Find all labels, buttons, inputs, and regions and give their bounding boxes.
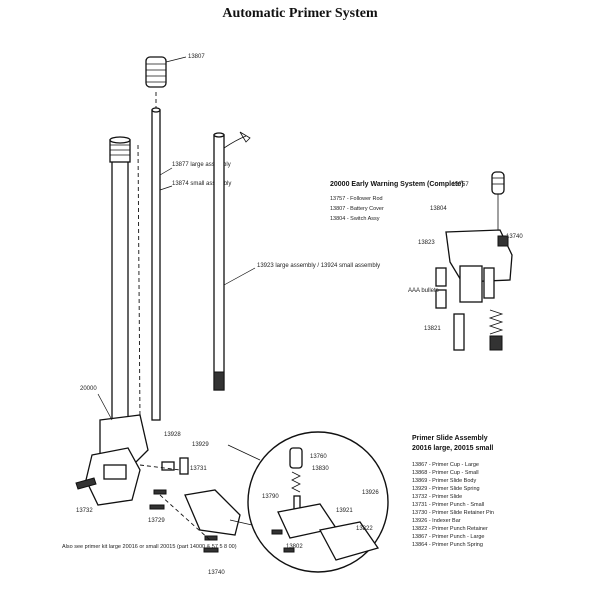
callout-sys-top: 13757 [452,182,469,188]
callout-sys-c: 13740 [506,234,523,240]
inner-tube [151,92,161,421]
callout-rod: 13923 large assembly / 13924 small assem… [257,263,380,269]
slide-legend-item: 13864 - Primer Punch Spring [412,542,483,548]
callout-p4: 13732 [76,508,93,514]
callout-p6: 13740 [208,570,225,576]
slide-legend-item: 13867 - Primer Punch - Large [412,534,484,540]
slide-legend-item: 13730 - Primer Slide Retainer Pin [412,510,494,516]
callout-tube-large: 13877 large assembly [172,162,231,168]
callout-sys-a: 13804 [430,206,447,212]
primer-tube-large [109,136,141,431]
callout-p9: 13926 [362,490,379,496]
callout-p11: 13921 [336,508,353,514]
callout-tube-small: 13874 small assembly [172,181,231,187]
callout-p1: 13928 [164,432,181,438]
footnote: Also see primer kit large 20016 or small… [62,544,237,550]
safety-box-item: 13757 - Follower Rod [330,196,383,202]
callout-p8: 13830 [312,466,329,472]
slide-legend-item: 13929 - Primer Slide Spring [412,486,480,492]
callout-p7: 13760 [310,454,327,460]
follower-rod [213,131,251,391]
callout-p2: 13929 [192,442,209,448]
slide-legend-item: 13868 - Primer Cup - Small [412,470,479,476]
slide-legend-title: Primer Slide Assembly [412,435,488,442]
callout-sys-d: 13821 [424,326,441,332]
callout-p10: 13790 [262,494,279,500]
callout-sys-b: 13823 [418,240,435,246]
slide-legend-item: 13822 - Primer Punch Retainer [412,526,488,532]
detail-circle [227,431,389,573]
safety-box-item: 13807 - Battery Cover [330,206,384,212]
callout-p13: 13802 [286,544,303,550]
safety-box: 20000 Early Warning System (Complete) 13… [330,181,464,222]
slide-legend-item: 13731 - Primer Punch - Small [412,502,484,508]
callout-top-cap: 13807 [188,54,205,60]
early-warning-assembly [435,171,513,351]
top-cap [145,56,187,88]
slide-legend-item: 13869 - Primer Slide Body [412,478,476,484]
slide-legend-subtitle: 20016 large, 20015 small [412,445,493,452]
callout-sys-e: AAA bullets [408,288,439,294]
primer-body [75,393,149,506]
page-title: Automatic Primer System [222,6,378,21]
callout-p3: 13731 [190,466,207,472]
callout-p5: 13729 [148,518,165,524]
small-parts [139,457,241,553]
safety-box-title: 20000 Early Warning System (Complete) [330,181,464,188]
slide-legend-item: 13926 - Indexer Bar [412,518,461,524]
safety-box-item: 13804 - Switch Assy [330,216,380,222]
slide-legend-item: 13732 - Primer Slide [412,494,462,500]
callout-p12: 13822 [356,526,373,532]
slide-legend: Primer Slide Assembly 20016 large, 20015… [412,435,494,548]
slide-legend-item: 13867 - Primer Cup - Large [412,462,479,468]
callout-body: 20000 [80,386,97,392]
